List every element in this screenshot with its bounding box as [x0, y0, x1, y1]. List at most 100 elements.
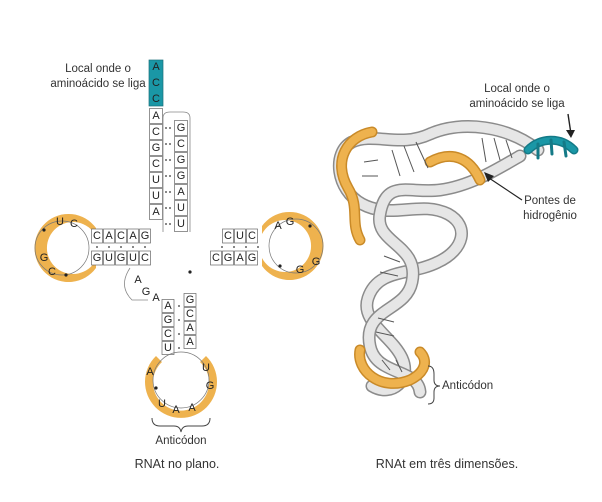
variable-base: A — [134, 274, 142, 286]
stem-3prime-base-letter: U — [177, 218, 185, 230]
t-arm-top-base-letter: C — [248, 230, 256, 242]
t-arm-bottom-base-letter: A — [236, 252, 244, 264]
acceptor-end-3d — [523, 135, 579, 160]
stem-5prime-base-box — [149, 204, 163, 220]
anticodon-label-3d: Anticódon — [442, 380, 493, 392]
hydrogen-bond-dot — [257, 246, 259, 248]
hydrogen-bond-dot — [120, 246, 122, 248]
anticodon-stem-right-base: A — [183, 321, 197, 335]
d-arm-bottom-base-letter: C — [141, 252, 149, 264]
acceptor-base: C — [152, 77, 160, 89]
rung — [505, 139, 513, 159]
d-loop-base: G — [40, 252, 49, 264]
hydrogen-bond-dot — [108, 246, 110, 248]
anticodon-stem-left-base-box — [161, 313, 175, 327]
d-arm-bottom-base: U — [103, 250, 115, 266]
rung — [395, 359, 403, 373]
stem-3prime-base-box — [174, 216, 188, 232]
t-loop-base: G — [312, 256, 321, 268]
stem-3prime-base: C — [174, 136, 188, 152]
d-arm-bottom-base-letter: G — [117, 252, 126, 264]
anticodon-loop-base: A — [188, 402, 196, 414]
variable-base: G — [142, 286, 151, 298]
d-arm-bottom-base-letter: U — [129, 252, 137, 264]
anticodon-stem-right-base: G — [183, 293, 197, 307]
hydrogen-bond-dot — [245, 246, 247, 248]
stem-5prime-base-box — [149, 140, 163, 156]
hydrogen-bond-dot — [165, 207, 167, 209]
hydrogen-bond-dot — [96, 246, 98, 248]
d-arm-top-base-box — [139, 228, 151, 244]
caption-3d: RNAt em três dimensões. — [376, 457, 518, 471]
stem-5prime-base: A — [149, 204, 163, 220]
d-loop-ring — [34, 214, 96, 282]
hydrogen-bond-dot — [165, 159, 167, 161]
t-loop-base: G — [296, 264, 305, 276]
d-arm-ribbon — [337, 128, 376, 244]
d-arm-bottom-base-box — [139, 250, 151, 266]
d-arm-top-base: C — [91, 228, 103, 244]
anticodon-stem-left-base-letter: G — [164, 314, 173, 326]
t-arm-bottom-base: G — [222, 250, 234, 266]
d-arm-top-base-letter: G — [141, 230, 150, 242]
t-arm-top-base: C — [222, 228, 234, 244]
hydrogen-bond-dot — [178, 347, 180, 349]
d-arm-bottom-base-box — [103, 250, 115, 266]
t-arm-top-base: U — [234, 228, 246, 244]
hydrogen-bond-dot — [178, 333, 180, 335]
anticodon-label: Anticódon — [155, 435, 206, 447]
caption-2d: RNAt no plano. — [135, 457, 220, 471]
rung — [383, 255, 401, 263]
rung — [381, 359, 391, 371]
t-arm-bottom-base-box — [246, 250, 258, 266]
d-arm-top-base-letter: C — [93, 230, 101, 242]
variable-backbone — [124, 267, 148, 301]
anticodon-stem-left-base-letter: C — [164, 328, 172, 340]
bridge-arrowhead — [484, 172, 494, 182]
site-label-line1: Local onde o — [65, 63, 131, 75]
hydrogen-bond-dot — [165, 143, 167, 145]
hydrogen-bond-dot — [169, 191, 171, 193]
d-arm-top-base: A — [127, 228, 139, 244]
t-arm-top-base-letter: C — [224, 230, 232, 242]
anticodon-stem-left-base-box — [161, 299, 175, 313]
variable-loop: A G A — [124, 267, 192, 304]
d-arm-top-base-box — [103, 228, 115, 244]
anticodon-loop-outline — [152, 351, 210, 409]
anticodon-stem-right-base-box — [183, 307, 197, 321]
bridge-arrow — [485, 175, 523, 201]
stem-5prime-base-letter: U — [152, 174, 160, 186]
t-arm-bottom-base: G — [246, 250, 258, 266]
d-arm-bottom-base-box — [115, 250, 127, 266]
anticodon-loop-base: A — [172, 404, 180, 416]
anticodon-ribbon — [355, 346, 429, 388]
t-arm-bottom-base-letter: G — [248, 252, 257, 264]
modified-base-dot — [64, 273, 68, 277]
t-arm-top-base-box — [222, 228, 234, 244]
hydrogen-bond-dot — [165, 127, 167, 129]
hydrogen-bond-dot — [144, 246, 146, 248]
stem-3prime-base: U — [174, 216, 188, 232]
stem-3prime-base-box — [174, 136, 188, 152]
teal-base — [562, 140, 568, 158]
d-arm-bottom-base: G — [91, 250, 103, 266]
site-label-line2: aminoácido se liga — [469, 98, 565, 110]
site-label-line1: Local onde o — [484, 83, 550, 95]
modified-base-dot — [308, 224, 312, 228]
anticodon-stem-left-base: U — [161, 341, 175, 355]
d-arm-bottom-base: G — [115, 250, 127, 266]
d-arm-top-base-letter: C — [117, 230, 125, 242]
hydrogen-bond-dot — [178, 305, 180, 307]
d-arm-top-base: C — [115, 228, 127, 244]
d-arm-top-base-box — [115, 228, 127, 244]
t-arm-bottom-base: C — [210, 250, 222, 266]
t-arm-top-base-box — [234, 228, 246, 244]
t-arm-top-base-letter: U — [236, 230, 244, 242]
stem-5prime-base-letter: G — [152, 142, 161, 154]
anticodon-stem-right-base-box — [183, 293, 197, 307]
anticodon-bracket — [151, 417, 211, 433]
d-arm-top-base: G — [139, 228, 151, 244]
stem-5prime-base-box — [149, 156, 163, 172]
t-loop-base: A — [274, 220, 282, 232]
